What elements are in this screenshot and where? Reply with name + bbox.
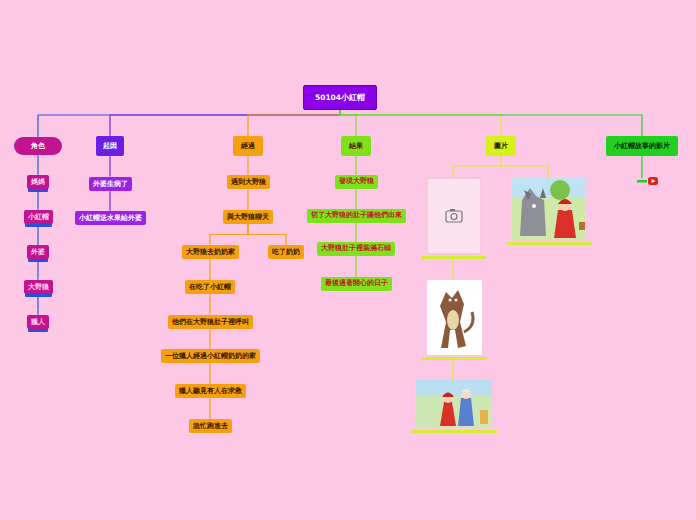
topic-text: 外婆生病了 [93,180,128,188]
wolf-picture [421,280,487,360]
topic-text: 遇到大野狼 [231,178,266,186]
topic-text: 一位獵人經過小紅帽奶奶的家 [165,352,256,360]
branch-connector [355,256,356,277]
event-box: 急忙跑進去 [189,419,232,433]
photo-placeholder [422,178,486,259]
branch-connector [248,224,286,245]
result-box: 發現大野狼 [335,175,378,189]
result-box: 大野狼肚子裡裝滿石頭 [317,242,395,256]
branch-topic: 圖片 [486,136,516,156]
character-box: 獵人 [27,315,49,329]
cause-box: 外婆生病了 [89,177,132,191]
cause-box: 小紅帽送水果給外婆 [75,211,146,225]
topic-text: 角色 [28,142,48,150]
branch-connector [37,189,38,210]
topic-text: 起因 [103,142,117,150]
topic-text: 吃了奶奶 [272,248,300,256]
branch-connector [209,259,210,280]
event-box: 吃了奶奶 [268,245,304,259]
topic-text: 50104小紅帽 [315,93,365,102]
branch-connector [248,110,340,136]
root-topic: 50104小紅帽 [303,85,377,110]
topic-text: 小紅帽 [28,213,49,221]
event-box: 大野狼去奶奶家 [182,245,239,259]
topic-text: 與大野狼聊天 [227,213,269,221]
topic-text: 發現大野狼 [339,178,374,186]
branch-connector [109,191,110,211]
branch-connector [209,294,210,315]
branch-connector [355,223,356,242]
event-box: 他們在大野狼肚子裡呼叫 [168,315,253,329]
branch-connector [209,363,210,384]
branch-connector [37,224,38,245]
grandma-picture [411,380,497,433]
topic-text: 急忙跑進去 [193,422,228,430]
branch-connector [37,294,38,315]
branch-connector [37,155,38,175]
result-box: 切了大野狼的肚子讓他們出來 [307,209,406,223]
branch-connector [340,110,356,136]
topic-text: 獵人聽見有人在求救 [179,387,242,395]
branch-topic: 結果 [341,136,371,156]
character-box: 大野狼 [24,280,53,294]
wolf-and-girl-picture [507,178,592,245]
branch-connector [247,189,248,210]
event-box: 獵人聽見有人在求救 [175,384,246,398]
branch-topic: 角色 [14,137,62,155]
event-box: 遇到大野狼 [227,175,270,189]
event-box: 與大野狼聊天 [223,210,273,224]
branch-connector [37,259,38,280]
branch-connector [340,110,642,136]
topic-text: 大野狼 [28,283,49,291]
branch-connector [247,156,248,175]
branch-connector [209,329,210,349]
branch-connector [110,110,340,136]
topic-text: 小紅帽送水果給外婆 [79,214,142,222]
topic-text: 切了大野狼的肚子讓他們出來 [311,212,402,220]
event-box: 在吃了小紅帽 [185,280,235,294]
topic-text: 在吃了小紅帽 [189,283,231,291]
branch-connector [355,156,356,175]
branch-connector [340,110,501,136]
branch-topic: 經過 [233,136,263,156]
character-box: 媽媽 [27,175,49,189]
topic-text: 大野狼去奶奶家 [186,248,235,256]
video-link [637,156,658,185]
topic-text: 媽媽 [31,178,45,186]
topic-text: 獵人 [31,318,45,326]
event-box: 一位獵人經過小紅帽奶奶的家 [161,349,260,363]
branch-connector [109,156,110,177]
result-box: 最後過著開心的日子 [321,277,392,291]
branch-connector [38,110,340,137]
topic-text: 圖片 [494,142,508,150]
topic-text: 外婆 [31,248,45,256]
topic-text: 大野狼肚子裡裝滿石頭 [321,245,391,253]
branch-topic: 起因 [96,136,124,156]
branch-connector [210,224,248,245]
topic-text: 小紅帽故事的影片 [614,142,670,150]
character-box: 外婆 [27,245,49,259]
branch-connector [209,398,210,419]
topic-text: 經過 [241,142,255,150]
topic-text: 最後過著開心的日子 [325,280,388,288]
branch-topic: 小紅帽故事的影片 [606,136,678,156]
topic-text: 他們在大野狼肚子裡呼叫 [172,318,249,326]
branch-connector [355,189,356,209]
character-box: 小紅帽 [24,210,53,224]
topic-text: 結果 [349,142,363,150]
